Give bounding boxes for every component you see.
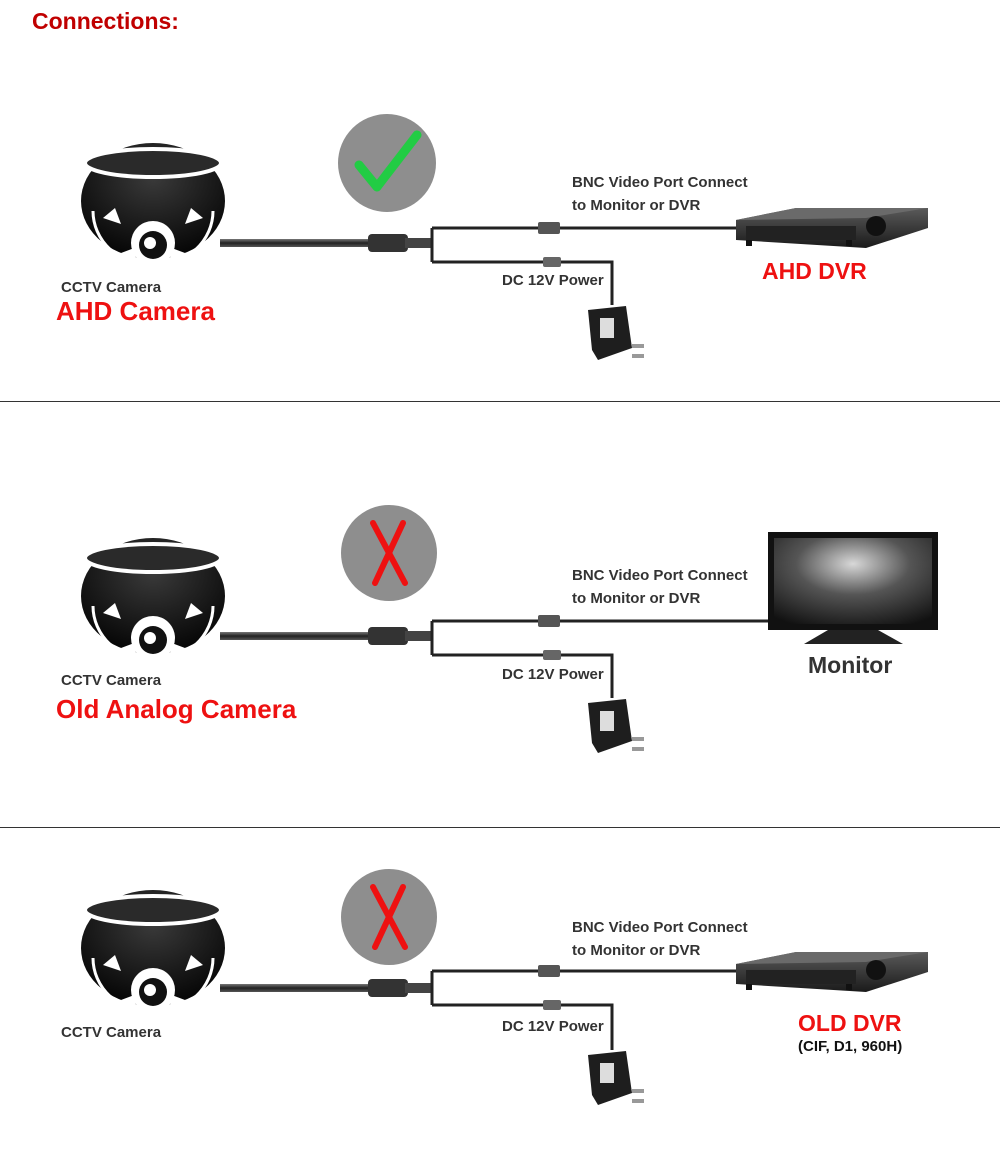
cable-junction <box>368 234 408 252</box>
power-adapter-icon <box>588 306 644 360</box>
camera-cable <box>220 632 370 640</box>
connection-diagram <box>81 505 938 753</box>
panel-old-dvr: CCTV Camera BNC Video Port Connect to Mo… <box>0 860 1000 1140</box>
device-label: AHD DVR <box>762 258 867 284</box>
bnc-label-line1: BNC Video Port Connect <box>572 174 748 191</box>
camera-cable <box>220 984 370 992</box>
dome-camera-icon <box>81 890 225 1015</box>
bnc-connector-icon <box>538 222 560 234</box>
panel-analog-camera: CCTV Camera Old Analog Camera BNC Video … <box>0 490 1000 790</box>
page-title: Connections: <box>32 8 179 34</box>
device-sublabel: (CIF, D1, 960H) <box>798 1038 903 1055</box>
power-label: DC 12V Power <box>502 272 604 289</box>
power-adapter-icon <box>588 1051 644 1105</box>
bnc-label-line1: BNC Video Port Connect <box>572 567 748 584</box>
dc-connector-icon <box>543 257 561 267</box>
dvr-icon <box>736 208 928 248</box>
camera-type-label: AHD Camera <box>56 296 215 326</box>
device-label: Monitor <box>808 652 893 678</box>
connection-diagram <box>81 869 928 1105</box>
dvr-icon <box>736 952 928 992</box>
cross-icon <box>341 505 437 601</box>
bnc-label-line2: to Monitor or DVR <box>572 590 701 607</box>
panel-ahd-camera: CCTV Camera AHD Camera BNC Video Port Co… <box>0 100 1000 390</box>
panel-divider <box>0 401 1000 402</box>
dc-connector-icon <box>543 650 561 660</box>
camera-type-label: Old Analog Camera <box>56 694 297 724</box>
bnc-label-line2: to Monitor or DVR <box>572 942 701 959</box>
dome-camera-icon <box>81 538 225 663</box>
bnc-label-line1: BNC Video Port Connect <box>572 919 748 936</box>
check-icon <box>338 114 436 212</box>
camera-cable <box>220 239 370 247</box>
power-label: DC 12V Power <box>502 1018 604 1035</box>
monitor-icon <box>768 532 938 644</box>
cross-icon <box>341 869 437 965</box>
cable-junction <box>368 627 408 645</box>
cable-junction <box>368 979 408 997</box>
bnc-connector-icon <box>538 965 560 977</box>
camera-caption: CCTV Camera <box>61 1024 162 1041</box>
bnc-connector-icon <box>538 615 560 627</box>
camera-caption: CCTV Camera <box>61 279 162 296</box>
power-adapter-icon <box>588 699 644 753</box>
device-label: OLD DVR <box>798 1010 902 1036</box>
power-label: DC 12V Power <box>502 666 604 683</box>
dome-camera-icon <box>81 143 225 268</box>
connection-diagram <box>81 114 928 360</box>
bnc-label-line2: to Monitor or DVR <box>572 197 701 214</box>
camera-caption: CCTV Camera <box>61 672 162 689</box>
dc-connector-icon <box>543 1000 561 1010</box>
panel-divider <box>0 827 1000 828</box>
